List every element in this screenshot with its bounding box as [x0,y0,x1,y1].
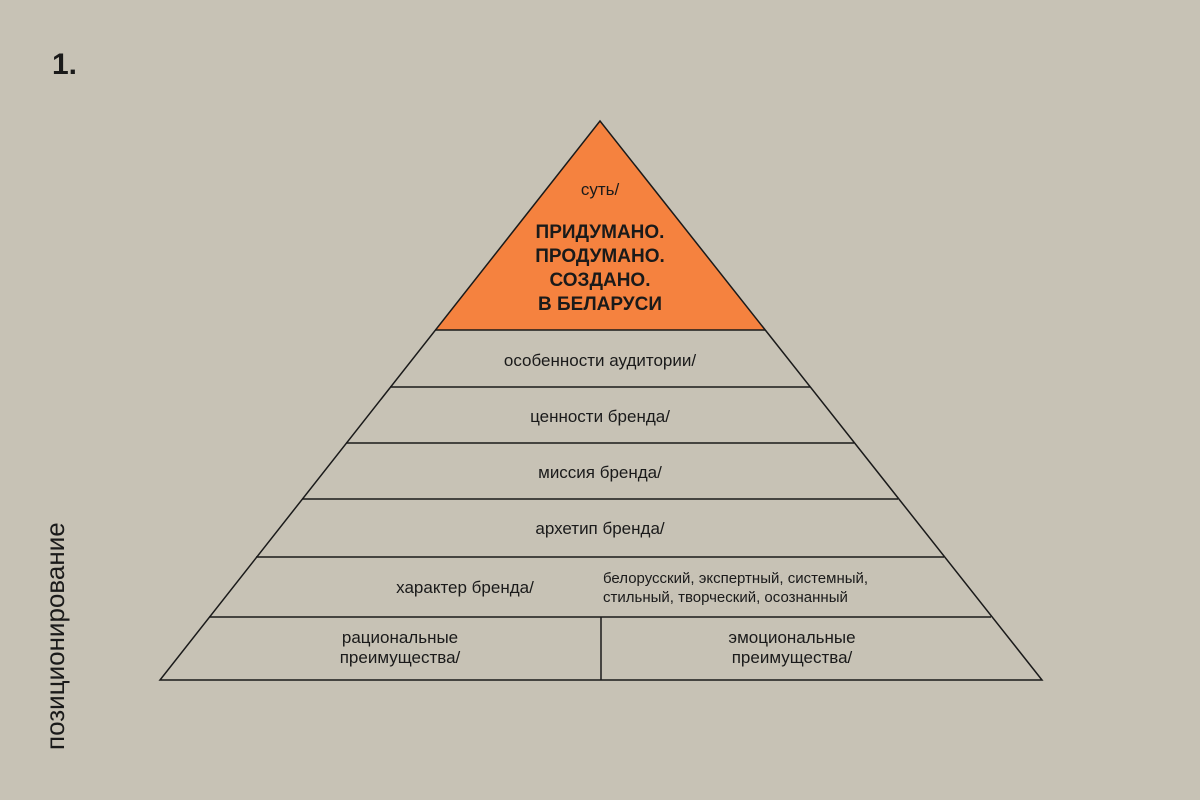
character-traits-2: стильный, творческий, осознанный [603,589,848,606]
essence-line-1: ПРИДУМАНО. [536,222,665,243]
essence-line-4: В БЕЛАРУСИ [538,294,662,315]
level-archetype: архетип бренда/ [535,519,665,538]
level-audience: особенности аудитории/ [504,351,696,370]
level-character: характер бренда/ [396,578,534,597]
rational-benefits-2: преимущества/ [340,648,461,667]
level-mission: миссия бренда/ [538,463,662,482]
character-traits-1: белорусский, экспертный, системный, [603,570,868,587]
pyramid-top-essence [435,121,765,330]
emotional-benefits-2: преимущества/ [732,648,853,667]
essence-label: суть/ [581,180,620,199]
level-values: ценности бренда/ [530,407,670,426]
essence-line-3: СОЗДАНО. [550,270,651,291]
emotional-benefits-1: эмоциональные [728,628,855,647]
pyramid-dividers [209,329,991,680]
essence-line-2: ПРОДУМАНО. [535,246,665,267]
slide-number: 1. [52,48,78,81]
rational-benefits-1: рациональные [342,628,458,647]
